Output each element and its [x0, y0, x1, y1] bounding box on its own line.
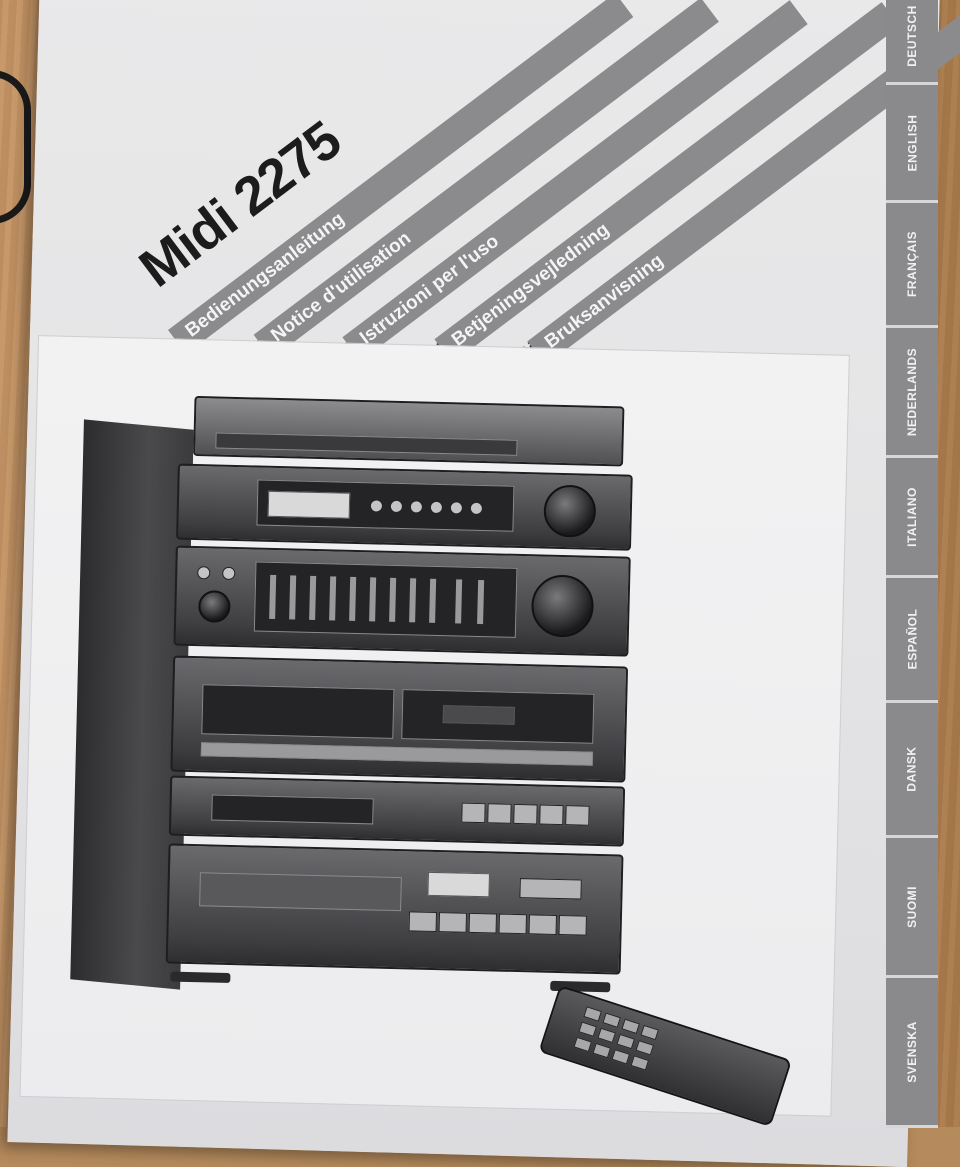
eq-slider [289, 575, 297, 620]
tab-espanol[interactable]: ESPAÑOL [886, 578, 938, 703]
tab-italiano[interactable]: ITALIANO [886, 458, 938, 578]
eq-slider [369, 577, 377, 622]
remote-button [578, 1021, 597, 1037]
eq-slider [477, 579, 485, 625]
tuner-button [429, 500, 444, 515]
cd-display [427, 871, 490, 898]
eq-slider [389, 577, 397, 622]
language-tabs: DEUTSCH ENGLISH FRANÇAIS NEDERLANDS ITAL… [886, 0, 938, 1128]
cassette-controls-unit [168, 775, 626, 847]
turntable-lid [193, 395, 625, 467]
remote-button [616, 1033, 636, 1050]
tab-svenska[interactable]: SVENSKA [886, 978, 938, 1128]
deck-button [487, 803, 512, 824]
tab-label: ENGLISH [905, 114, 919, 171]
tuner-button [369, 499, 384, 513]
remote-button [583, 1006, 602, 1022]
remote-button [597, 1027, 617, 1044]
remote-button [573, 1036, 593, 1053]
model-title: Midi 2275 [128, 109, 352, 299]
cabinet-foot [170, 971, 231, 984]
cd-tray [199, 872, 402, 912]
deck-button [461, 802, 486, 824]
cd-button [519, 878, 582, 900]
tuner-panel [256, 479, 515, 532]
stereo-system-illustration [60, 373, 645, 1017]
cassette-deck-unit [170, 655, 629, 783]
tab-label: SUOMI [905, 885, 919, 928]
remote-button [611, 1049, 631, 1065]
tab-deutsch[interactable]: DEUTSCH [886, 0, 938, 85]
cassette-window [442, 705, 516, 725]
tab-label: NEDERLANDS [905, 347, 919, 436]
tuner-button [449, 501, 464, 515]
equalizer-panel [253, 561, 518, 638]
cd-button [438, 912, 468, 933]
amplifier-unit [173, 545, 631, 657]
eq-slider [309, 575, 317, 620]
counter-panel [211, 794, 374, 825]
cd-button [468, 912, 498, 934]
cd-button [558, 915, 587, 936]
tab-label: ESPAÑOL [905, 608, 919, 670]
tab-label: DEUTSCH [905, 5, 920, 67]
remote-button [621, 1018, 640, 1035]
eq-slider [429, 578, 437, 623]
eq-slider [349, 576, 357, 621]
remote-button [602, 1012, 621, 1028]
remote-button [635, 1040, 655, 1056]
deck-button [539, 804, 564, 826]
volume-knob [530, 574, 595, 638]
eq-slider [269, 574, 277, 619]
cassette-door-a [201, 684, 395, 739]
tuner-display [267, 490, 351, 519]
tab-francais[interactable]: FRANÇAIS [886, 203, 938, 328]
small-knob [198, 590, 231, 623]
remote-button [592, 1042, 612, 1059]
cd-button [528, 914, 557, 935]
tuning-knob [543, 484, 597, 538]
turntable-front [215, 432, 518, 456]
tuner-button [389, 499, 404, 514]
tuner-unit [176, 463, 633, 551]
tab-label: DANSK [904, 746, 919, 792]
tab-nederlands[interactable]: NEDERLANDS [886, 328, 938, 458]
amp-indicator [197, 566, 211, 580]
eq-slider [329, 576, 337, 621]
tuner-button [469, 501, 484, 516]
eq-slider [409, 578, 417, 623]
tuner-button [409, 500, 424, 514]
title-banner: Midi 2275 Bedienungsanleitung Instructio… [0, 0, 960, 370]
eq-slider [455, 579, 463, 624]
cd-button [498, 913, 527, 935]
cd-button [408, 911, 438, 933]
tab-dansk[interactable]: DANSK [886, 703, 938, 838]
cassette-trim [200, 742, 593, 766]
cassette-door-b [401, 689, 595, 744]
amp-indicator [222, 566, 236, 581]
tab-label: FRANÇAIS [905, 231, 919, 297]
tab-suomi[interactable]: SUOMI [886, 838, 938, 978]
tab-english[interactable]: ENGLISH [886, 85, 938, 203]
deck-button [565, 805, 590, 826]
tab-label: ITALIANO [905, 486, 919, 547]
remote-button [630, 1055, 650, 1071]
deck-button [513, 803, 538, 825]
cd-player-unit [165, 843, 624, 975]
remote-button [640, 1024, 660, 1041]
tab-label: SVENSKA [905, 1020, 920, 1083]
